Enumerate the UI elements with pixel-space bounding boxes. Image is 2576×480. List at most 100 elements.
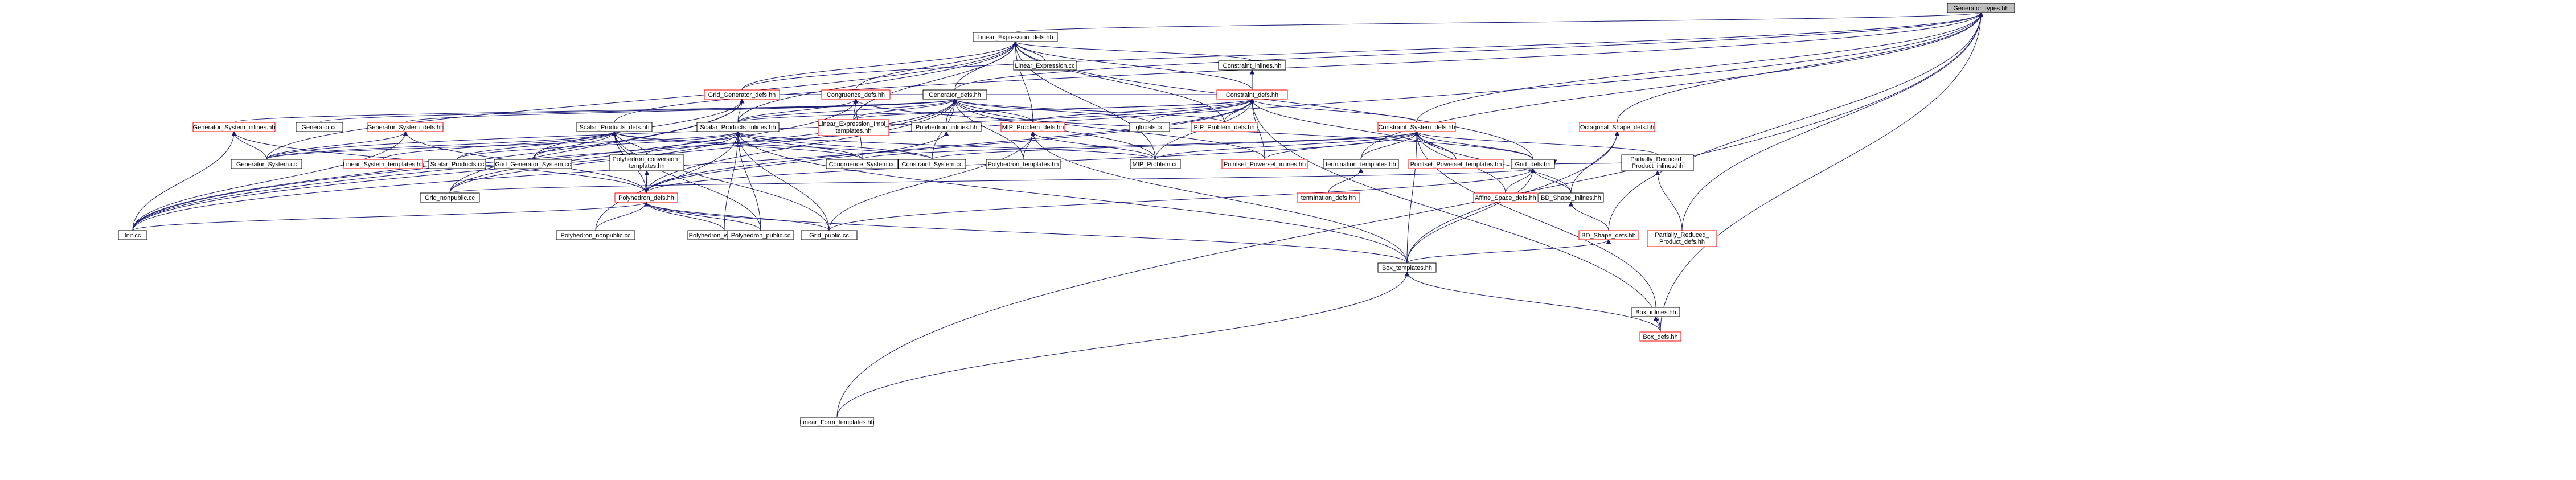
node-sp-inlines[interactable]: Scalar_Products_inlines.hh (696, 122, 780, 132)
node-gensys-defs[interactable]: Generator_System_defs.hh (367, 122, 444, 132)
node-box[interactable] (986, 159, 1061, 169)
node-box[interactable] (704, 89, 780, 100)
node-gridgen-defs[interactable]: Grid_Generator_defs.hh (704, 89, 780, 100)
node-grid-public[interactable]: Grid_public.cc (801, 230, 858, 240)
node-gen-types[interactable]: Generator_types.hh (1947, 3, 2015, 13)
node-box[interactable] (576, 122, 653, 132)
node-box[interactable] (1578, 230, 1639, 240)
node-init-cc[interactable]: Init.cc (118, 230, 147, 240)
edge-gensys_defs-to-gen_defs (405, 99, 955, 123)
node-box-defs[interactable]: Box_defs.hh (1639, 331, 1681, 342)
node-box[interactable] (192, 122, 276, 132)
node-gen-defs[interactable]: Generator_defs.hh (922, 89, 987, 100)
node-box[interactable] (296, 122, 343, 132)
node-box[interactable] (801, 230, 858, 240)
node-box[interactable] (818, 119, 889, 136)
node-poly-defs[interactable]: Polyhedron_defs.hh (614, 192, 678, 203)
node-con-inlines[interactable]: Constraint_inlines.hh (1218, 60, 1286, 71)
node-affine-defs[interactable]: Affine_Space_defs.hh (1473, 192, 1538, 203)
node-box[interactable] (118, 230, 147, 240)
node-term-defs[interactable]: termination_defs.hh (1297, 192, 1360, 203)
node-box[interactable] (1323, 159, 1399, 169)
node-linexp-cc[interactable]: Linear_Expression.cc (1013, 60, 1077, 71)
node-box[interactable] (1218, 60, 1286, 71)
node-box[interactable] (1216, 89, 1288, 100)
edge-mip_cc-to-mip_defs (1032, 131, 1156, 160)
node-box[interactable] (1221, 159, 1308, 169)
node-box[interactable] (1639, 331, 1681, 342)
node-octshape-defs[interactable]: Octagonal_Shape_defs.hh (1579, 122, 1655, 132)
node-gensys-inlines[interactable]: Generator_System_inlines.hh (192, 122, 276, 132)
node-consys-defs[interactable]: Constraint_System_defs.hh (1377, 122, 1456, 132)
node-box[interactable] (1013, 60, 1077, 71)
node-term-tmpl[interactable]: termination_templates.hh (1323, 159, 1399, 169)
node-box[interactable] (343, 159, 423, 169)
node-grid-defs[interactable]: Grid_defs.hh (1511, 159, 1555, 169)
node-box[interactable] (609, 154, 684, 171)
node-poly-public[interactable]: Polyhedron_public.cc (727, 230, 794, 240)
node-sp-defs[interactable]: Scalar_Products_defs.hh (576, 122, 653, 132)
node-pps-tmpl[interactable]: Pointset_Powerset_templates.hh (1408, 159, 1504, 169)
node-box[interactable] (696, 122, 780, 132)
node-box[interactable] (1631, 307, 1680, 317)
node-box[interactable] (1579, 122, 1655, 132)
node-bdshape-defs[interactable]: BD_Shape_defs.hh (1578, 230, 1639, 240)
node-globals-cc[interactable]: globals.cc (1129, 122, 1170, 132)
node-poly-inlines[interactable]: Polyhedron_inlines.hh (911, 122, 982, 132)
node-mip-cc[interactable]: MIP_Problem.cc (1130, 159, 1181, 169)
node-grid-nonpublic[interactable]: Grid_nonpublic.cc (420, 192, 480, 203)
node-poly-tmpl[interactable]: Polyhedron_templates.hh (986, 159, 1061, 169)
node-box[interactable] (973, 32, 1058, 42)
node-gensys-cc[interactable]: Generator_System.cc (231, 159, 302, 169)
node-cong-defs[interactable]: Congruence_defs.hh (821, 89, 891, 100)
node-sp-cc[interactable]: Scalar_Products.cc (428, 159, 486, 169)
node-box[interactable] (1621, 154, 1694, 171)
node-box-tmpl[interactable]: Box_templates.hh (1377, 262, 1437, 273)
node-linform-tmpl[interactable]: Linear_Form_templates.hh (799, 417, 875, 427)
node-gen-cc[interactable]: Generator.cc (296, 122, 343, 132)
node-box[interactable] (614, 192, 678, 203)
node-pip-defs[interactable]: PIP_Problem_defs.hh (1191, 122, 1258, 132)
node-box[interactable] (428, 159, 486, 169)
node-polyconv-tmpl[interactable]: Polyhedron_conversion_templates.hh (609, 154, 684, 171)
node-box-inlines[interactable]: Box_inlines.hh (1631, 307, 1680, 317)
node-poly-nonpublic[interactable]: Polyhedron_nonpublic.cc (556, 230, 635, 240)
node-box[interactable] (1129, 122, 1170, 132)
node-box[interactable] (1408, 159, 1504, 169)
node-box[interactable] (727, 230, 794, 240)
node-box[interactable] (1191, 122, 1258, 132)
node-box[interactable] (911, 122, 982, 132)
node-gridgensys-cc[interactable]: Grid_Generator_System.cc (494, 159, 572, 169)
node-prp-defs[interactable]: Partially_Reduced_Product_defs.hh (1647, 230, 1717, 247)
node-box[interactable] (231, 159, 302, 169)
node-box[interactable] (494, 159, 572, 169)
node-box[interactable] (821, 89, 891, 100)
node-pps-inlines[interactable]: Pointset_Powerset_inlines.hh (1221, 159, 1308, 169)
node-box[interactable] (420, 192, 480, 203)
node-box[interactable] (800, 417, 874, 427)
node-box[interactable] (1947, 3, 2015, 13)
node-box[interactable] (1511, 159, 1555, 169)
node-prp-inlines[interactable]: Partially_Reduced_Product_inlines.hh (1621, 154, 1694, 171)
node-box[interactable] (1130, 159, 1181, 169)
node-box[interactable] (1000, 122, 1065, 132)
node-linsys-tmpl[interactable]: Linear_System_templates.hh (343, 159, 424, 169)
node-mip-defs[interactable]: MIP_Problem_defs.hh (1000, 122, 1065, 132)
node-box[interactable] (1377, 122, 1456, 132)
node-con-defs[interactable]: Constraint_defs.hh (1216, 89, 1288, 100)
node-box[interactable] (826, 159, 899, 169)
node-box[interactable] (1297, 192, 1360, 203)
node-box[interactable] (898, 159, 966, 169)
node-box[interactable] (556, 230, 635, 240)
node-box[interactable] (367, 122, 444, 132)
node-linexp-impl[interactable]: Linear_Expression_Impl_templates.hh (818, 119, 889, 136)
node-box[interactable] (922, 89, 987, 100)
node-box[interactable] (1473, 192, 1538, 203)
node-box[interactable] (1647, 230, 1717, 247)
node-box[interactable] (1538, 192, 1604, 203)
node-congsys-cc[interactable]: Congruence_System.cc (826, 159, 899, 169)
node-box[interactable] (1377, 262, 1437, 273)
node-consys-cc[interactable]: Constraint_System.cc (898, 159, 966, 169)
node-bdshape-inlines[interactable]: BD_Shape_inlines.hh (1538, 192, 1604, 203)
node-linexp-defs[interactable]: Linear_Expression_defs.hh (973, 32, 1058, 42)
